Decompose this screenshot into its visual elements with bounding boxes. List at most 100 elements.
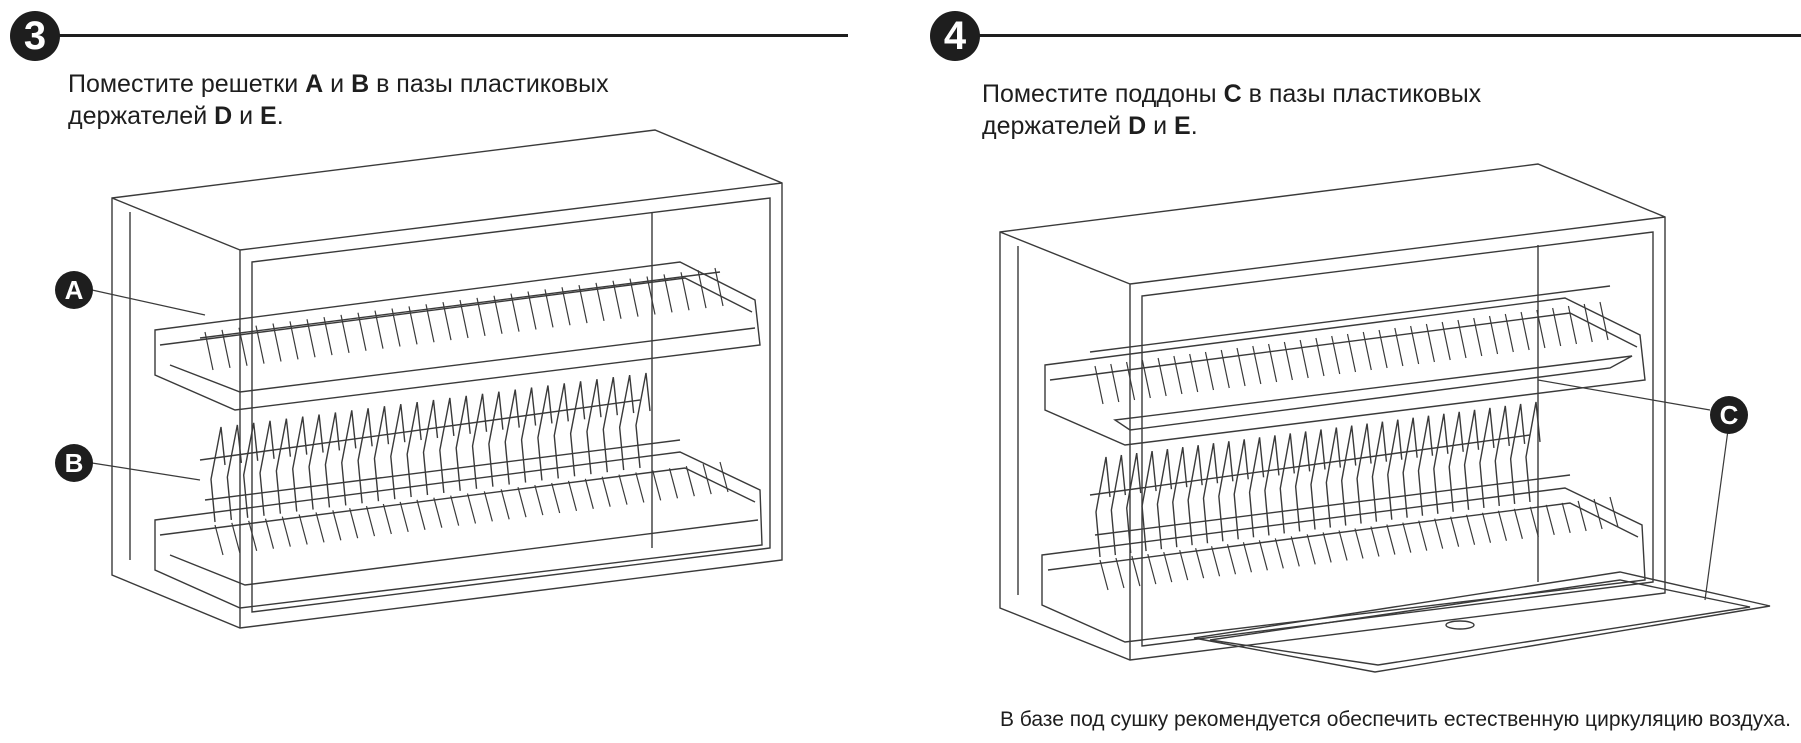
- rack-wire: [477, 298, 485, 336]
- plate-divider: [587, 379, 601, 474]
- rack-wire: [1127, 362, 1135, 400]
- rack-wire: [535, 485, 543, 515]
- plate-divider: [1449, 412, 1463, 512]
- rack-wire: [426, 304, 434, 342]
- instruction-text: и: [1146, 112, 1175, 140]
- rack-wire: [1514, 509, 1522, 539]
- rack-wire: [552, 483, 560, 513]
- instruction-text: и: [323, 70, 352, 98]
- callout-b-badge: B: [55, 444, 93, 482]
- rack-wire: [1355, 529, 1363, 559]
- rack-wire: [613, 281, 621, 319]
- rack-wire: [1363, 332, 1371, 370]
- instruction-text: в пазы пластиковых: [369, 70, 609, 98]
- leader-line-c-upper: [1538, 380, 1710, 410]
- cabinet-front-edge: [112, 183, 782, 628]
- footnote: В базе под сушку рекомендуется обеспечит…: [999, 708, 1791, 731]
- rack-wire: [1458, 320, 1466, 358]
- rack-wire: [1537, 310, 1545, 348]
- step-header-rule: [58, 34, 848, 37]
- rack-wire: [1196, 548, 1204, 578]
- rack-wire: [1132, 556, 1140, 586]
- plate-divider: [1127, 453, 1141, 553]
- rack-wire: [1205, 352, 1213, 390]
- rack-wire: [630, 279, 638, 317]
- plate-divider: [342, 410, 356, 505]
- rack-wire: [1332, 336, 1340, 374]
- plate-divider: [571, 381, 585, 476]
- rack-wire: [434, 498, 442, 528]
- rack-wire: [1269, 344, 1277, 382]
- rack-wire: [670, 468, 678, 498]
- rack-a-wires: [205, 268, 723, 370]
- rack-wire: [324, 317, 332, 355]
- rack-wire: [1323, 532, 1331, 562]
- rack-wire: [215, 525, 223, 555]
- rack-wire: [232, 523, 240, 553]
- rack-wire: [1483, 513, 1491, 543]
- rack-wire: [528, 291, 536, 329]
- rack-wire: [1221, 350, 1229, 388]
- rack-wire: [1498, 511, 1506, 541]
- rack-wire: [417, 500, 425, 530]
- plate-divider: [1280, 433, 1294, 533]
- rack-wire: [664, 274, 672, 312]
- rack-wire: [1111, 364, 1119, 402]
- plate-divider: [358, 408, 372, 503]
- plate-divider: [211, 427, 225, 522]
- instruction-text: держателей: [982, 112, 1129, 140]
- rack-wire: [1291, 536, 1299, 566]
- instruction-text: Поместите решетки: [68, 70, 306, 98]
- rack-wire: [1442, 322, 1450, 360]
- plate-divider: [1372, 422, 1386, 522]
- plate-divider: [244, 423, 258, 518]
- rack-wire: [1371, 527, 1379, 557]
- lower-rack-drawing: [1042, 435, 1645, 642]
- plate-divider: [1234, 439, 1248, 539]
- rack-wire: [1395, 328, 1403, 366]
- part-label-d: D: [214, 102, 233, 130]
- plate-divider: [1311, 430, 1325, 530]
- upper-rack-with-tray-drawing: [1045, 286, 1645, 445]
- rack-wire: [681, 272, 689, 310]
- plate-divider: [1511, 404, 1525, 504]
- rack-wire: [1379, 330, 1387, 368]
- plate-divider: [1526, 402, 1540, 502]
- rack-wire: [1307, 534, 1315, 564]
- instruction-text: .: [1190, 112, 1198, 140]
- instruction-text: Поместите поддоны: [982, 80, 1224, 108]
- rack-wire: [562, 287, 570, 325]
- step-header-rule: [978, 34, 1801, 37]
- rack-wire: [341, 315, 349, 353]
- rack-b-plate-dividers: [211, 373, 650, 522]
- rack-wire: [1174, 356, 1182, 394]
- rack-wire: [1095, 366, 1103, 404]
- plate-divider: [374, 406, 388, 501]
- plate-divider: [505, 390, 519, 485]
- rack-wire: [460, 300, 468, 338]
- plate-divider: [1157, 449, 1171, 549]
- rack-wire: [1158, 358, 1166, 396]
- rack-wire: [1568, 306, 1576, 344]
- rack-wire: [1142, 360, 1150, 398]
- rack-wire: [367, 506, 375, 536]
- rack-wire: [299, 515, 307, 545]
- plate-divider: [636, 373, 650, 468]
- rack-wire: [266, 519, 274, 549]
- rack-wire: [484, 491, 492, 521]
- plate-divider: [1111, 455, 1125, 555]
- plate-divider: [325, 412, 339, 507]
- lower-rack-plate-dividers: [1096, 402, 1540, 557]
- rack-wire: [579, 285, 587, 323]
- rack-wire: [451, 496, 459, 526]
- rack-wire: [1530, 507, 1538, 537]
- plate-divider: [1142, 451, 1156, 551]
- plate-divider: [1265, 435, 1279, 535]
- rack-wire: [1212, 546, 1220, 576]
- plate-divider: [424, 400, 438, 495]
- part-label-e: E: [260, 102, 277, 130]
- rack-wire: [1411, 326, 1419, 364]
- rack-wire: [1253, 346, 1261, 384]
- rack-wire: [647, 277, 655, 315]
- rack-b-wires: [215, 462, 728, 555]
